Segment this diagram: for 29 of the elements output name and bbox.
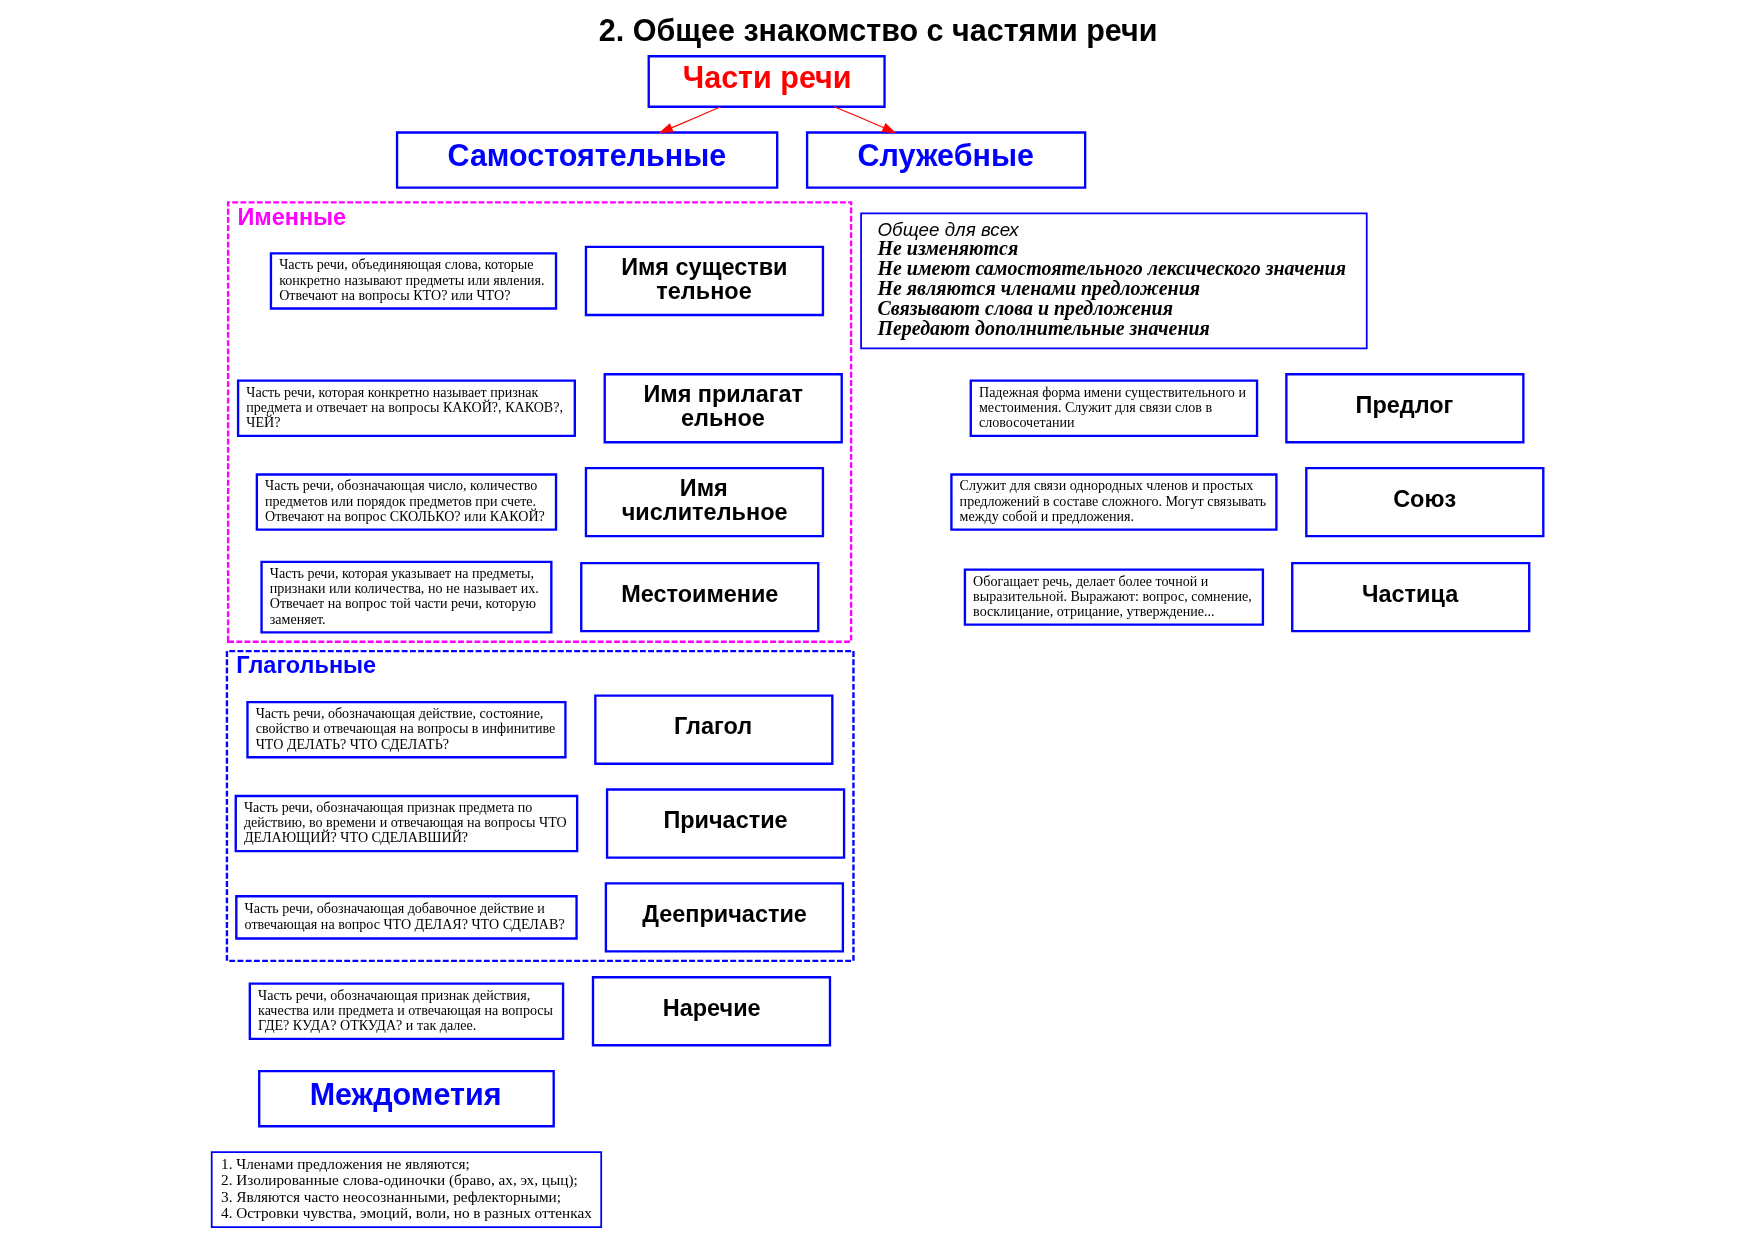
node-box: Часть речи, обозначающая добавочное действие и отвечающая на вопрос ЧТО ДЕЛАЯ? ЧТО СДЕЛАВ?	[234, 895, 578, 940]
node-box: Падежная форма имени существительного и местоимения. Служит для связи слов в словосочетании	[969, 379, 1258, 437]
node-box: Междометия	[257, 1069, 555, 1128]
node-box: Наречие	[591, 976, 831, 1047]
node-box: Общее для всех Не изменяются Не имеют самостоятельного лексического значения Не являются членами предложения Связывают слова и предложения Передают дополнительные значения	[859, 212, 1368, 350]
node-box: Служебные	[805, 131, 1086, 189]
node-box: Причастие	[605, 788, 845, 859]
node-box: Часть речи, обозначающая действие, состояние, свойство и отвечающая на вопросы в инфинитиве ЧТО ДЕЛАТЬ? ЧТО СДЕЛАТЬ?	[245, 700, 567, 759]
node-box: Союз	[1304, 466, 1544, 538]
node-box: 1. Членами предложения не являются; 2. Изолированные слова-одиночки (браво, ах, эх, цыц); 3. Являются часто неосознанными, рефлекторными; 4. Островки чувства, эмоций, воли, но в разных оттенках	[210, 1151, 602, 1229]
node-box: Имя числительное	[584, 466, 824, 538]
node-box: Деепричастие	[604, 882, 844, 953]
node-box: Самостоятельные	[395, 131, 778, 189]
node-box: Часть речи, которая указывает на предметы, признаки или количества, но не называет их. Отвечает на вопрос той части речи, которую заменяет.	[259, 560, 552, 634]
diagram-title: 2. Общее знакомство с частями речи	[598, 12, 1157, 47]
node-box: Служит для связи однородных членов и простых предложений в составе сложного. Могут связывать между собой и предложения.	[949, 473, 1278, 531]
node-box: Часть речи, которая конкретно называет признак предмета и отвечает на вопросы КАКОЙ?, КАКОВ?, ЧЕЙ?	[236, 379, 576, 437]
node-box: Глагол	[593, 694, 833, 765]
node-box: Частица	[1290, 561, 1530, 633]
node-box: Часть речи, обозначающая признак предмета по действию, во времени и отвечающая на вопросы ЧТО ДЕЛАЮЩИЙ? ЧТО СДЕЛАВШИЙ?	[234, 794, 578, 853]
node-box: Имя существительное	[584, 245, 824, 317]
node-box: Предлог	[1284, 373, 1525, 444]
node-box: Часть речи, обозначающая признак действия, качества или предмета и отвечающая на вопросы ГДЕ? КУДА? ОТКУДА? и так далее.	[248, 982, 564, 1040]
node-box: Имя прилагательное	[603, 373, 843, 444]
node-box: Часть речи, объединяющая слова, которые конкретно называют предметы или явления. Отвечают на вопросы КТО? или ЧТО?	[269, 252, 557, 310]
node-box: Обогащает речь, делает более точной и выразительной. Выражают: вопрос, сомнение, восклицание, отрицание, утверждение...	[963, 568, 1264, 626]
node-box: Местоимение	[579, 561, 819, 633]
node-box: Часть речи, обозначающая число, количество предметов или порядок предметов при счете. Отвечают на вопрос СКОЛЬКО? или КАКОЙ?	[255, 473, 557, 531]
node-box: Части речи	[647, 55, 886, 108]
